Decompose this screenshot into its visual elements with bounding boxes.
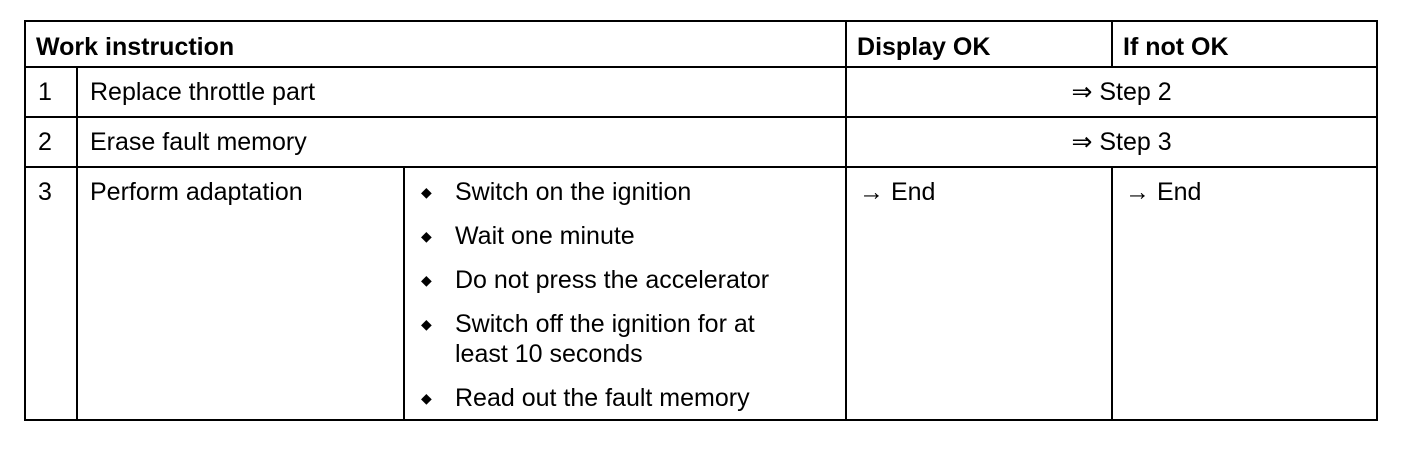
substep-text: Read out the fault memory <box>455 384 750 412</box>
substep-text: Wait one minute <box>455 222 635 250</box>
list-item: ◆ Wait one minute <box>421 221 845 251</box>
substep-text: Do not press the accelerator <box>455 266 770 294</box>
step-number: 1 <box>24 66 78 118</box>
substep-text: Switch on the ignition <box>455 178 692 206</box>
step-instruction: Perform adaptation <box>76 166 405 421</box>
display-ok-result: → End <box>845 166 1114 421</box>
diamond-bullet-icon: ◆ <box>421 228 432 244</box>
list-item: ◆ Read out the fault memory <box>421 383 845 413</box>
substeps-list: ◆ Switch on the ignition ◆ Wait one minu… <box>405 168 845 419</box>
header-row: Work instruction Display OK If not OK <box>23 20 1379 68</box>
step-number: 3 <box>24 166 78 421</box>
diamond-bullet-icon: ◆ <box>421 390 432 406</box>
diamond-bullet-icon: ◆ <box>421 316 432 332</box>
list-item: ◆ Switch on the ignition <box>421 177 845 207</box>
diamond-bullet-icon: ◆ <box>421 272 432 288</box>
header-if-not-ok: If not OK <box>1111 20 1379 68</box>
step-result: ⇒ Step 3 <box>845 116 1379 168</box>
list-item: ◆ Do not press the accelerator <box>421 265 845 295</box>
substeps-cell: ◆ Switch on the ignition ◆ Wait one minu… <box>402 166 848 421</box>
table-row: 3 Perform adaptation ◆ Switch on the ign… <box>24 166 1379 421</box>
table-row: 1 Replace throttle part ⇒ Step 2 <box>24 66 1379 118</box>
step-result: ⇒ Step 2 <box>845 66 1379 118</box>
step-instruction: Replace throttle part <box>75 66 848 118</box>
step-instruction: Erase fault memory <box>75 116 848 168</box>
work-instruction-table: Work instruction Display OK If not OK 1 … <box>23 20 1379 421</box>
if-not-ok-result: → End <box>1111 166 1379 421</box>
step-number: 2 <box>24 116 78 168</box>
header-work-instruction: Work instruction <box>23 20 848 68</box>
diamond-bullet-icon: ◆ <box>421 184 432 200</box>
substep-text: Switch off the ignition for at least 10 … <box>455 310 755 368</box>
list-item: ◆ Switch off the ignition for at least 1… <box>421 309 845 369</box>
table-row: 2 Erase fault memory ⇒ Step 3 <box>24 116 1379 168</box>
header-display-ok: Display OK <box>845 20 1114 68</box>
